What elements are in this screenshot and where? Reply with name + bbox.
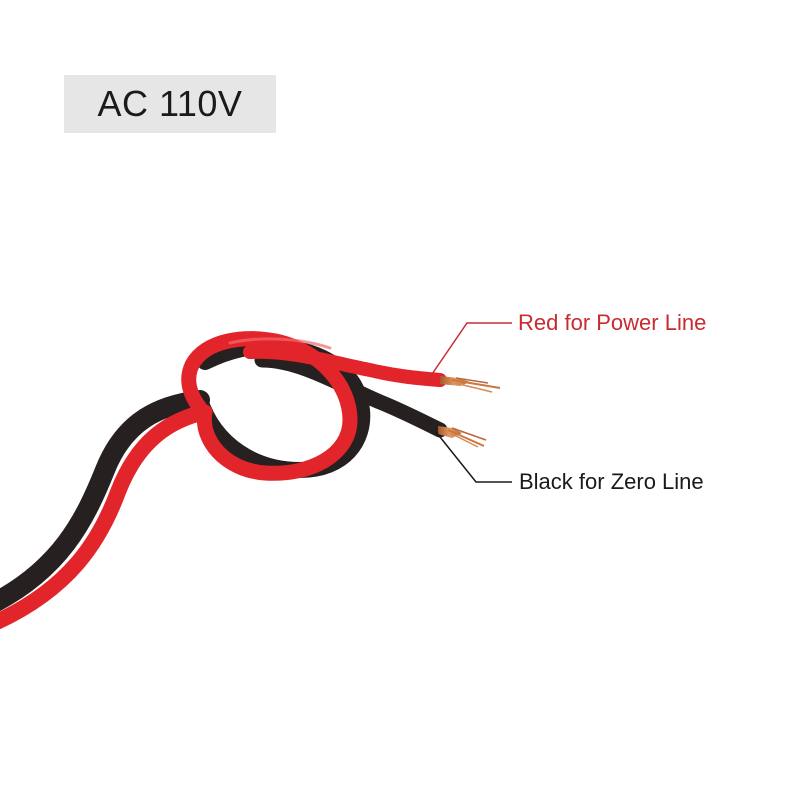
voltage-badge: AC 110V [64, 75, 276, 133]
red-wire-label: Red for Power Line [518, 310, 706, 336]
red-wire [181, 331, 447, 481]
red-callout-leader [427, 322, 512, 381]
black-wire-label-text: Black for Zero Line [519, 469, 704, 494]
voltage-badge-text: AC 110V [97, 83, 243, 124]
black-wire-label: Black for Zero Line [519, 469, 704, 495]
twin-cable [0, 390, 213, 630]
black-wire-copper-end [438, 426, 487, 448]
red-wire-label-text: Red for Power Line [518, 310, 707, 335]
black-callout-leader [435, 431, 512, 483]
red-wire-copper-end [440, 376, 501, 393]
